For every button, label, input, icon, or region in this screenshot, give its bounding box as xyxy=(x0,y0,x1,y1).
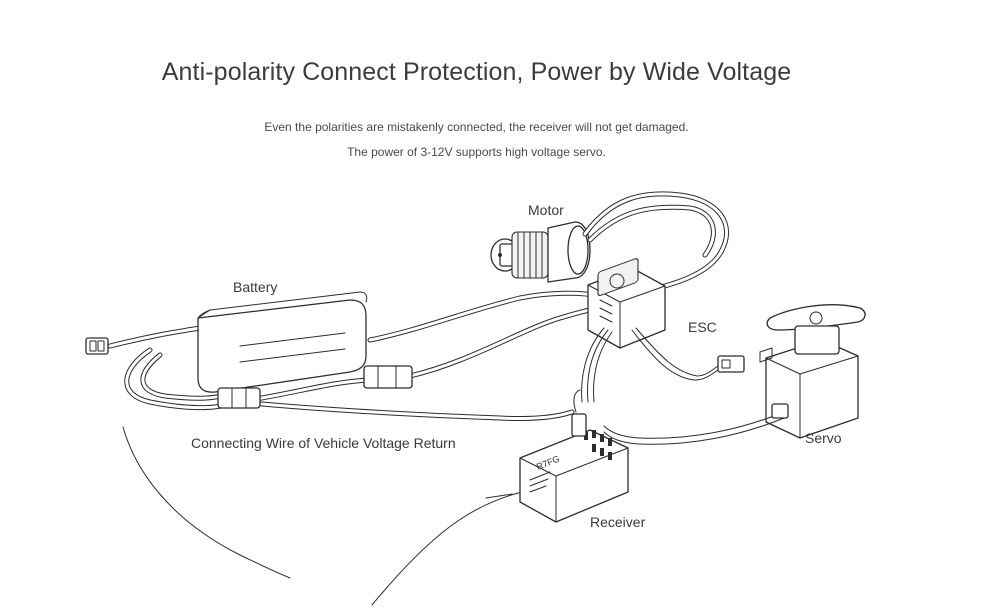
label-voltage-return-wire: Connecting Wire of Vehicle Voltage Retur… xyxy=(191,435,456,451)
esc xyxy=(587,258,666,349)
power-connector-esc xyxy=(363,365,413,389)
antenna-wire-2 xyxy=(371,491,523,606)
label-servo: Servo xyxy=(805,430,842,446)
label-receiver: Receiver xyxy=(590,514,646,530)
power-connector-battery xyxy=(217,387,261,409)
switch-wire xyxy=(631,329,719,381)
label-battery: Battery xyxy=(233,279,278,295)
page-title: Anti-polarity Connect Protection, Power … xyxy=(161,58,792,86)
label-esc: ESC xyxy=(688,319,717,335)
voltage-return-wire xyxy=(259,401,575,422)
receiver: R7FG xyxy=(519,413,629,523)
antenna-wire xyxy=(122,426,291,579)
description-line-1: Even the polarities are mistakenly conne… xyxy=(264,120,689,134)
servo-wire xyxy=(603,411,785,439)
label-motor: Motor xyxy=(528,202,564,218)
balance-plug xyxy=(85,337,109,355)
servo xyxy=(759,304,866,439)
switch-plug xyxy=(717,355,745,373)
description-line-2: The power of 3-12V supports high voltage… xyxy=(347,145,606,159)
antenna-wire-3 xyxy=(485,493,513,499)
motor xyxy=(490,221,591,283)
battery-pack xyxy=(197,291,368,393)
